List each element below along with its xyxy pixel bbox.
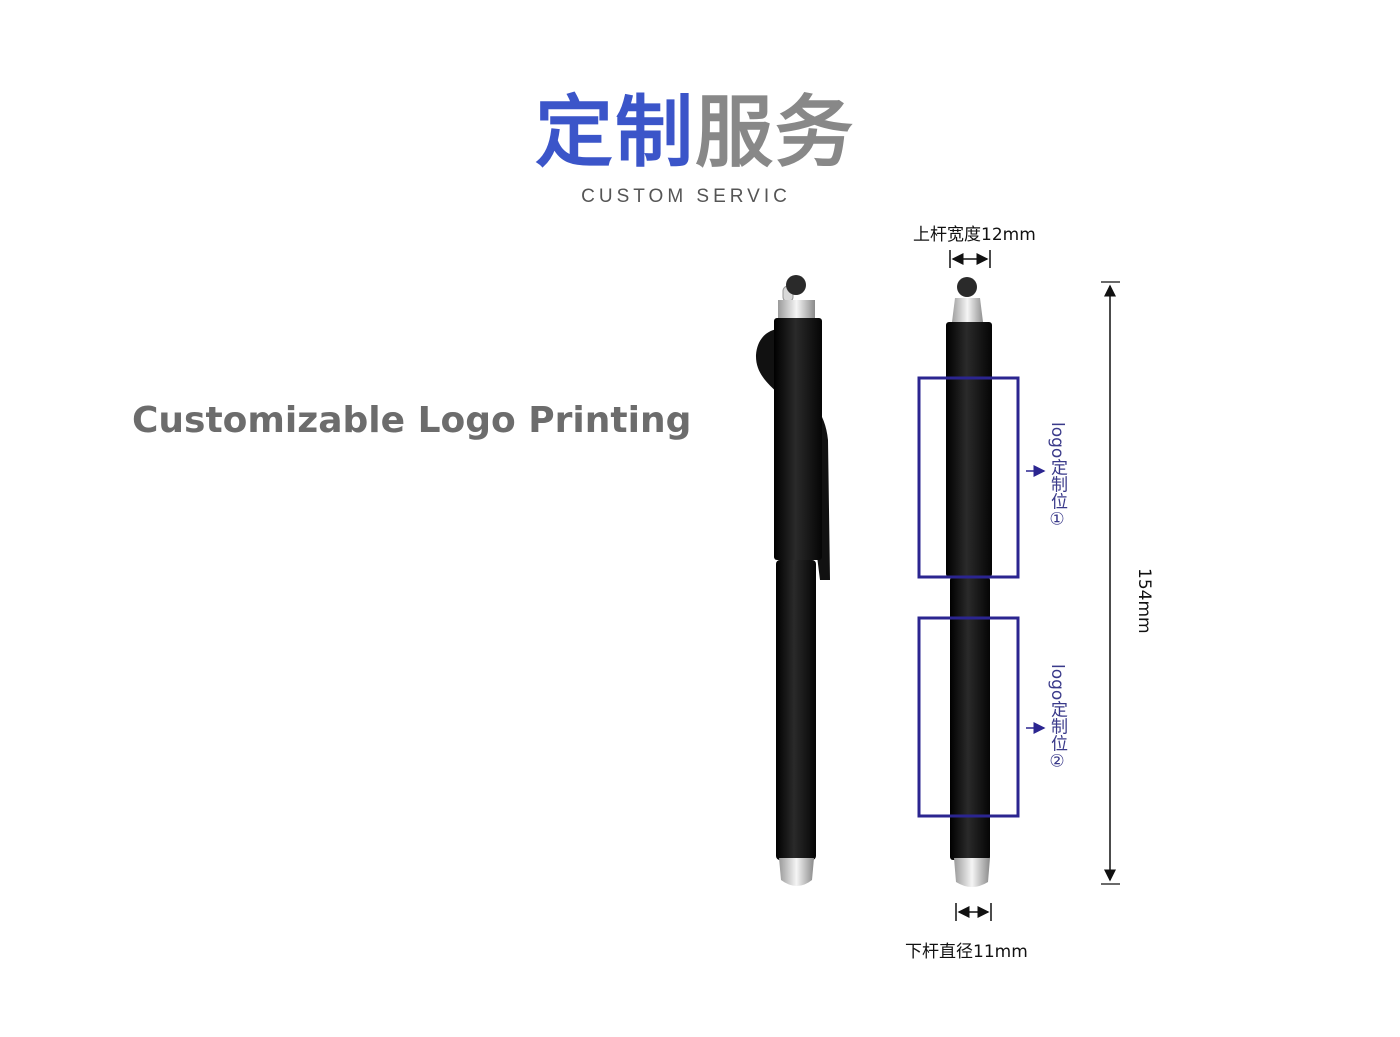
lower-diameter-label: 下杆直径11mm (905, 942, 1028, 962)
page-title: 定制服务 (0, 88, 1390, 178)
logo-position-2-box (917, 616, 1020, 818)
pen-front-view (946, 277, 992, 887)
title-part-blue: 定制 (534, 88, 695, 178)
upper-width-dimension (949, 250, 991, 268)
length-dimension (1101, 281, 1120, 885)
logo-position-2-label: logo定制位② (1047, 664, 1067, 772)
length-label: 154mm (1134, 568, 1154, 634)
pen-side-view (755, 275, 830, 886)
title-part-gray: 服务 (695, 88, 856, 178)
logo-position-1-box (917, 376, 1020, 579)
upper-width-label: 上杆宽度12mm (913, 225, 1036, 245)
page-subtitle: CUSTOM SERVIC (581, 186, 791, 207)
lower-diameter-dimension (955, 903, 992, 921)
logo-position-1-label: logo定制位① (1047, 422, 1067, 530)
section-heading: Customizable Logo Printing (132, 400, 692, 441)
